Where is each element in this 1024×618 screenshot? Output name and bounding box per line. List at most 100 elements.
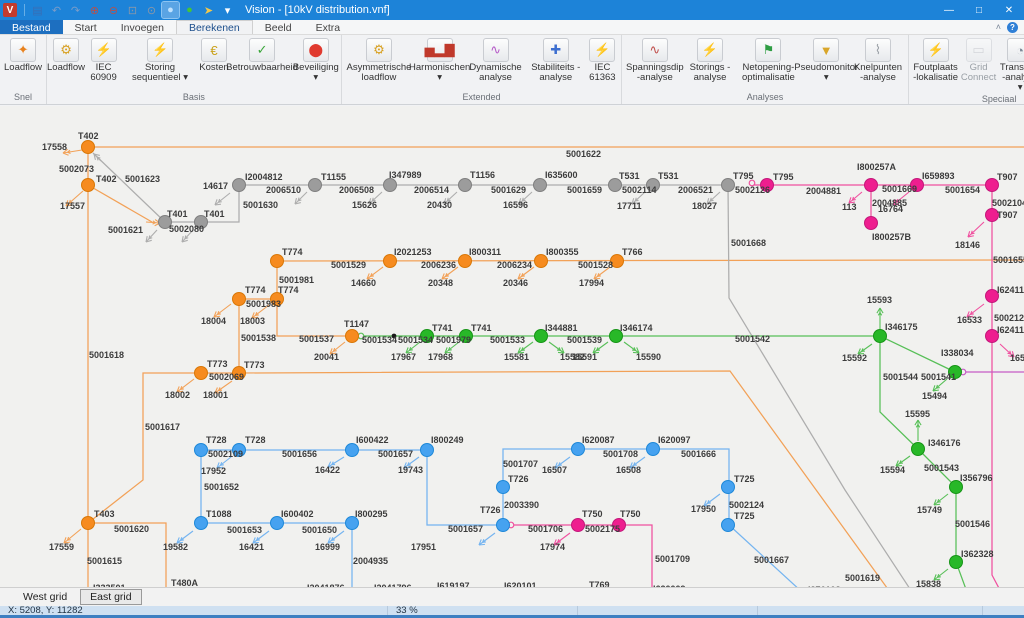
network-node[interactable] <box>571 442 585 456</box>
branch-edge[interactable] <box>653 448 730 525</box>
button-loadflow-quick[interactable]: ✦Loadflow <box>2 37 44 74</box>
button-storing-sequentieel[interactable]: ⚡Storing sequentieel ▾ <box>124 37 196 84</box>
branch-edge[interactable] <box>727 184 912 587</box>
network-node[interactable] <box>81 140 95 154</box>
tab-invoegen[interactable]: Invoegen <box>120 21 164 34</box>
branch-edge[interactable] <box>991 185 1001 587</box>
network-node[interactable] <box>985 329 999 343</box>
network-node[interactable] <box>383 178 397 192</box>
button-spanningsdip-analyse[interactable]: ∿Spanningsdip -analyse <box>624 37 685 84</box>
undo-icon[interactable]: ↶ <box>51 4 62 17</box>
branch-edge[interactable] <box>276 259 1024 262</box>
network-node[interactable] <box>873 329 887 343</box>
network-node[interactable] <box>194 516 208 530</box>
branch-edge[interactable] <box>879 336 919 450</box>
zoom-pan-icon[interactable]: ⊙ <box>146 4 157 17</box>
network-node[interactable] <box>646 178 660 192</box>
tab-bestand[interactable]: Bestand <box>0 20 63 34</box>
button-asymmetrische-loadflow[interactable]: ⚙Asymmetrische loadflow <box>344 37 415 84</box>
button-kosten[interactable]: €Kosten <box>197 37 231 74</box>
sheet-tab-east-grid[interactable]: East grid <box>80 589 142 605</box>
network-node[interactable] <box>609 329 623 343</box>
network-node[interactable] <box>610 254 624 268</box>
button-beveiliging[interactable]: ⬤Beveiliging ▾ <box>293 37 339 84</box>
zoom-out-icon[interactable]: ⊖ <box>108 4 119 17</box>
network-node[interactable] <box>345 516 359 530</box>
tab-extra[interactable]: Extra <box>315 21 341 34</box>
branch-edge[interactable] <box>502 448 653 525</box>
network-node[interactable] <box>270 516 284 530</box>
branch-edge[interactable] <box>513 524 653 587</box>
zoom-in-icon[interactable]: ⊕ <box>89 4 100 17</box>
network-node[interactable] <box>194 366 208 380</box>
network-node[interactable] <box>232 366 246 380</box>
network-node[interactable] <box>721 178 735 192</box>
qat-dropdown-icon[interactable]: ▾ <box>224 4 231 17</box>
tab-berekenen[interactable]: Berekenen <box>175 20 253 34</box>
network-node[interactable] <box>232 292 246 306</box>
maximize-button[interactable]: □ <box>975 4 983 16</box>
network-node[interactable] <box>612 518 626 532</box>
button-harmonischen[interactable]: ▅▂▇Harmonischen ▾ <box>409 37 470 84</box>
branch-edge[interactable] <box>879 335 956 373</box>
network-node[interactable] <box>308 178 322 192</box>
collapse-ribbon-icon[interactable]: ˄ <box>995 22 1001 32</box>
isolator-ring[interactable] <box>748 179 756 187</box>
button-betrouwbaarheid[interactable]: ✓Betrouwbaarheid <box>226 37 298 74</box>
network-node[interactable] <box>534 329 548 343</box>
button-stabiliteits-analyse[interactable]: ✚Stabiliteits -analyse <box>527 37 584 84</box>
network-node[interactable] <box>910 178 924 192</box>
network-node[interactable] <box>232 443 246 457</box>
network-node[interactable] <box>420 329 434 343</box>
network-node[interactable] <box>194 443 208 457</box>
branch-edge[interactable] <box>728 524 802 587</box>
branch-edge[interactable] <box>426 450 503 526</box>
branch-edge[interactable] <box>917 448 967 587</box>
network-node[interactable] <box>571 518 585 532</box>
close-button[interactable]: ✕ <box>1004 4 1014 16</box>
network-node[interactable] <box>458 178 472 192</box>
branch-edge[interactable] <box>276 299 352 337</box>
network-node[interactable] <box>864 216 878 230</box>
button-iec-60909[interactable]: ⚡IEC 60909 <box>84 37 123 84</box>
network-node[interactable] <box>420 443 434 457</box>
branch-edge[interactable] <box>87 372 239 524</box>
minimize-button[interactable]: — <box>944 4 954 16</box>
network-node[interactable] <box>949 480 963 494</box>
network-node[interactable] <box>81 178 95 192</box>
button-dynamische-analyse[interactable]: ∿Dynamische analyse <box>465 37 526 84</box>
tab-beeld[interactable]: Beeld <box>264 21 292 34</box>
network-node[interactable] <box>608 178 622 192</box>
sheet-tab-west-grid[interactable]: West grid <box>23 591 68 603</box>
tab-start[interactable]: Start <box>74 21 97 34</box>
network-node[interactable] <box>158 215 172 229</box>
network-node[interactable] <box>533 178 547 192</box>
network-node[interactable] <box>985 208 999 222</box>
network-node[interactable] <box>496 518 510 532</box>
branch-edge[interactable] <box>88 522 167 587</box>
network-node[interactable] <box>721 480 735 494</box>
button-pseudomonitor[interactable]: ▼Pseudomonitor ▾ <box>794 37 858 84</box>
button-transport-analyse[interactable]: ◔Transport -analyse ▾ <box>997 37 1024 94</box>
zoom-window-icon[interactable]: ⊡ <box>127 4 138 17</box>
branch-edge[interactable] <box>238 370 890 587</box>
network-node[interactable] <box>864 178 878 192</box>
network-node[interactable] <box>345 443 359 457</box>
network-node[interactable] <box>760 178 774 192</box>
save-icon[interactable]: ▤ <box>32 4 43 17</box>
network-node[interactable] <box>949 555 963 569</box>
network-node[interactable] <box>345 329 359 343</box>
network-node[interactable] <box>383 254 397 268</box>
button-knelpunten-analyse[interactable]: ⌇Knelpunten -analyse <box>850 37 905 84</box>
node-style-blue-icon[interactable]: ● <box>161 1 180 19</box>
network-node[interactable] <box>81 516 95 530</box>
branch-edge[interactable] <box>92 152 166 223</box>
network-node[interactable] <box>948 365 962 379</box>
button-netopening-optimalisatie[interactable]: ⚑Netopening- optimalisatie <box>735 37 802 84</box>
edit-pointer-icon[interactable]: ➤ <box>203 4 214 17</box>
help-icon[interactable]: ? <box>1007 21 1018 33</box>
network-node[interactable] <box>270 292 284 306</box>
button-foutplaats-lokalisatie[interactable]: ⚡Foutplaats -lokalisatie <box>911 37 961 84</box>
network-node[interactable] <box>194 215 208 229</box>
